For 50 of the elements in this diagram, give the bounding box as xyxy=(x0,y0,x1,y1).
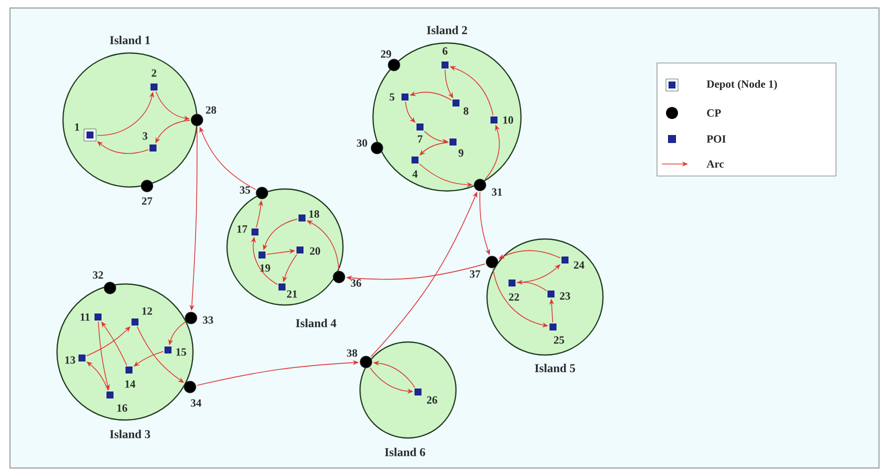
node-number: 35 xyxy=(240,186,250,194)
node-number: 23 xyxy=(560,292,570,300)
node-number: 17 xyxy=(237,225,248,233)
node-number: 20 xyxy=(310,247,320,255)
node-number: 22 xyxy=(508,293,520,301)
legend-label: Arc xyxy=(706,160,724,168)
node-number: 12 xyxy=(142,307,152,315)
island-title: Island 5 xyxy=(534,364,576,372)
node-number: 1 xyxy=(75,123,80,131)
node-number: 3 xyxy=(142,132,148,140)
node-number: 8 xyxy=(464,107,468,115)
node-number: 28 xyxy=(206,106,216,114)
node-number: 2 xyxy=(152,69,156,77)
node-number: 34 xyxy=(190,399,202,407)
node-number: 19 xyxy=(260,264,270,272)
legend-label: CP xyxy=(707,109,721,117)
island-title: Island 1 xyxy=(110,36,150,44)
island-title: Island 6 xyxy=(384,448,426,456)
node-number: 6 xyxy=(442,47,448,55)
node-number: 32 xyxy=(92,271,104,279)
node-number: 31 xyxy=(492,188,502,196)
node-number: 26 xyxy=(426,396,438,404)
node-number: 21 xyxy=(286,290,297,298)
node-number: 15 xyxy=(176,348,186,356)
node-number: 36 xyxy=(350,279,362,287)
island-title: Island 4 xyxy=(296,318,336,328)
node-number: 4 xyxy=(412,170,418,178)
node-number: 16 xyxy=(117,404,128,412)
arc-arrow xyxy=(86,362,109,391)
node-number: 29 xyxy=(380,50,392,58)
node-number: 18 xyxy=(309,210,320,218)
node-number: 38 xyxy=(346,349,358,357)
node-number: 9 xyxy=(458,149,464,157)
node-number: 24 xyxy=(574,261,584,269)
legend-label: Depot (Node 1) xyxy=(706,80,777,90)
node-number: 14 xyxy=(125,380,136,388)
arc-arrow xyxy=(101,322,128,366)
node-number: 30 xyxy=(356,139,368,147)
node-number: 13 xyxy=(65,356,76,364)
island-title: Island 2 xyxy=(426,26,467,34)
node-number: 37 xyxy=(470,270,480,278)
node-number: 11 xyxy=(80,313,90,321)
node-number: 7 xyxy=(418,135,422,143)
node-number: 25 xyxy=(554,336,564,344)
node-number: 27 xyxy=(142,197,152,205)
node-number: 33 xyxy=(202,316,214,324)
island-title: Island 3 xyxy=(110,430,150,438)
legend-label: POI xyxy=(706,135,726,143)
node-number: 10 xyxy=(503,116,514,124)
node-number: 5 xyxy=(390,93,394,101)
